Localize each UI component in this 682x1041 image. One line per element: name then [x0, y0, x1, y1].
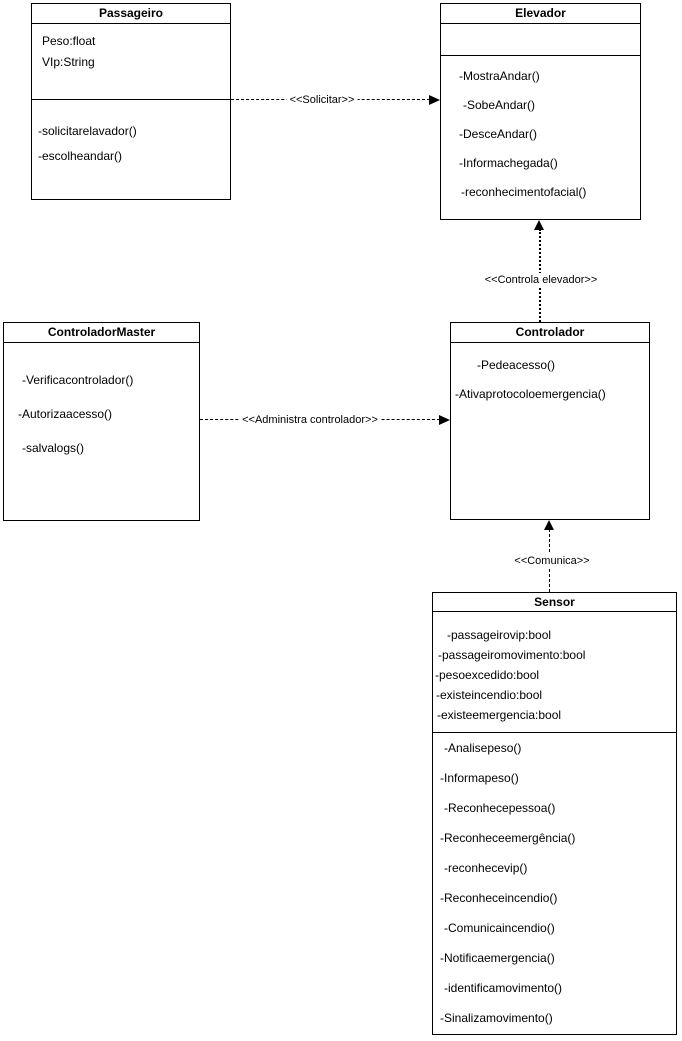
- method-row: -Analisepeso(): [444, 741, 522, 755]
- class-box-passageiro[interactable]: Passageiro Peso:float VIp:String -solici…: [31, 3, 231, 200]
- attribute-row: -existeincendio:bool: [436, 688, 543, 702]
- methods-compartment: -Verificacontrolador() -Autorizaacesso()…: [4, 343, 199, 465]
- method-row: -Informapeso(): [440, 771, 519, 785]
- method-row: -Notificaemergencia(): [440, 951, 555, 965]
- class-title-passageiro: Passageiro: [32, 4, 230, 24]
- method-row: -Verificacontrolador(): [22, 373, 134, 387]
- class-box-controlador[interactable]: Controlador -Pedeacesso() -Ativaprotocol…: [450, 322, 650, 520]
- method-row: -Sinalizamovimento(): [440, 1011, 553, 1025]
- arrowhead-up-icon: [534, 220, 544, 230]
- class-title-elevador: Elevador: [441, 4, 640, 24]
- method-row: -MostraAndar(): [459, 69, 540, 83]
- attribute-row: Peso:float: [42, 34, 96, 48]
- class-title-sensor: Sensor: [433, 593, 676, 612]
- method-row: -salvalogs(): [22, 441, 85, 455]
- attributes-compartment: Peso:float VIp:String: [32, 24, 230, 100]
- class-box-controladormaster[interactable]: ControladorMaster -Verificacontrolador()…: [3, 322, 200, 521]
- method-row: -Ativaprotocoloemergencia(): [455, 387, 606, 401]
- attribute-row: -passageirovip:bool: [447, 628, 552, 642]
- connector-label-comunica[interactable]: <<Comunica>>: [511, 554, 593, 568]
- method-row: -DesceAndar(): [459, 127, 538, 141]
- attribute-row: VIp:String: [42, 55, 95, 69]
- methods-compartment: -Pedeacesso() -Ativaprotocoloemergencia(…: [451, 343, 649, 409]
- attributes-compartment: -passageirovip:bool -passageiromovimento…: [433, 612, 676, 733]
- method-row: -Informachegada(): [459, 156, 558, 170]
- arrowhead-up-icon: [544, 520, 554, 530]
- class-title-controlador: Controlador: [451, 323, 649, 343]
- method-row: -identificamovimento(): [444, 981, 563, 995]
- attribute-row: -passageiromovimento:bool: [438, 648, 586, 662]
- method-row: -Comunicaincendio(): [444, 921, 555, 935]
- arrowhead-right-icon: [429, 95, 440, 105]
- class-box-sensor[interactable]: Sensor -passageirovip:bool -passageiromo…: [432, 592, 677, 1035]
- connector-label-administra-controlador[interactable]: <<Administra controlador>>: [239, 413, 381, 427]
- method-row: -solicitarelavador(): [38, 124, 137, 138]
- methods-compartment: -solicitarelavador() -escolheandar(): [32, 100, 230, 169]
- connector-label-controla-elevador[interactable]: <<Controla elevador>>: [481, 273, 601, 287]
- method-row: -reconhecimentofacial(): [461, 185, 587, 199]
- class-title-controladormaster: ControladorMaster: [4, 323, 199, 343]
- method-row: -escolheandar(): [38, 149, 123, 163]
- method-row: -SobeAndar(): [463, 98, 536, 112]
- method-row: -Pedeacesso(): [477, 358, 556, 372]
- connector-label-solicitar[interactable]: <<Solicitar>>: [286, 93, 358, 107]
- attribute-row: -existeemergencia:bool: [437, 708, 562, 722]
- method-row: -Autorizaacesso(): [18, 407, 113, 421]
- method-row: -Reconheceemergência(): [440, 831, 576, 845]
- method-row: -Reconheceincendio(): [440, 891, 558, 905]
- methods-compartment: -Analisepeso() -Informapeso() -Reconhece…: [433, 733, 676, 1033]
- method-row: -reconhecevip(): [444, 861, 528, 875]
- attributes-compartment-empty: [441, 24, 640, 56]
- attribute-row: -pesoexcedido:bool: [435, 668, 540, 682]
- methods-compartment: -MostraAndar() -SobeAndar() -DesceAndar(…: [441, 56, 640, 207]
- arrowhead-right-icon: [439, 415, 450, 425]
- class-box-elevador[interactable]: Elevador -MostraAndar() -SobeAndar() -De…: [440, 3, 641, 220]
- method-row: -Reconhecepessoa(): [444, 801, 556, 815]
